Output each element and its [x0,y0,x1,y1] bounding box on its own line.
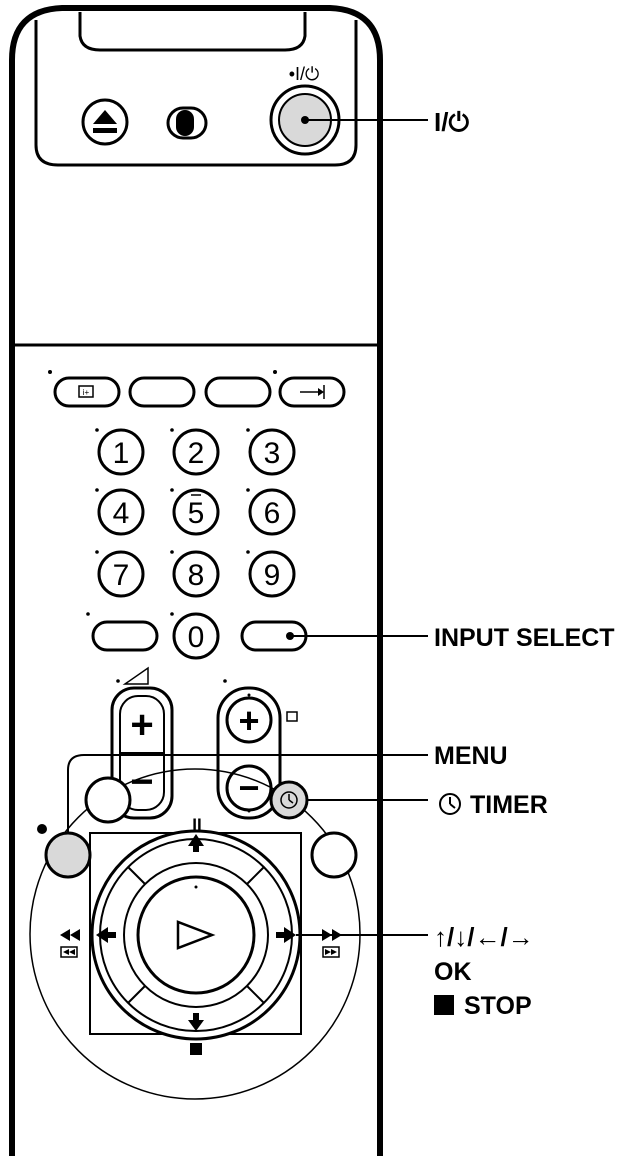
power-marking: •I/⏻ [289,64,320,84]
volume-rocker[interactable]: + − [110,686,174,820]
keypad: 1 2 3 4 5 6 7 [86,428,308,660]
svg-text:0: 0 [188,621,205,654]
record-dot [37,824,47,834]
svg-text:2: 2 [188,437,205,470]
arrow-up-icon [188,834,204,852]
volume-down-icon: − [130,760,153,804]
svg-text:1: 1 [113,437,130,470]
svg-text:9: 9 [264,559,281,592]
leader-menu [67,754,428,840]
key-9[interactable]: 9 [246,550,296,598]
key-5[interactable]: 5 [170,488,220,536]
input-button[interactable] [278,376,346,408]
volume-label-mark [116,666,149,685]
svg-text:4: 4 [113,497,130,530]
callout-timer-group: TIMER [439,791,548,819]
ok-play-button[interactable] [136,875,256,995]
remote-body-outline [9,5,383,1156]
key-0[interactable]: 0 [170,612,220,660]
play-triangle-icon [176,920,216,950]
callout-stop: STOP [464,992,532,1020]
display-button[interactable]: i+ [53,376,121,408]
callout-menu: MENU [434,742,508,770]
callout-timer: TIMER [470,791,548,819]
channel-rocker[interactable]: + − [216,686,282,820]
arrow-left-icon [96,927,116,943]
function-button-2[interactable] [128,376,196,408]
svg-text:5: 5 [188,497,205,530]
callout-ok: OK [434,958,472,986]
timer-button[interactable] [269,780,309,820]
key-8[interactable]: 8 [170,550,220,598]
arrow-right-icon [276,927,296,943]
eject-icon [93,110,117,133]
top-panel [34,20,358,167]
svg-text:i+: i+ [83,388,90,397]
arrow-down-icon [188,1013,204,1031]
channel-up-icon: + [238,700,259,741]
slide-switch[interactable] [166,106,208,140]
callout-input-select: INPUT SELECT [434,624,615,652]
callout-arrows: ↑/↓/←/→ [434,922,534,952]
svg-text:8: 8 [188,559,205,592]
round-button-left[interactable] [84,776,132,824]
rewind-icon [60,929,80,958]
volume-up-icon: + [130,703,153,747]
svg-text:3: 3 [264,437,281,470]
key-3[interactable]: 3 [246,428,296,476]
stop-square-icon [434,995,454,1015]
key-left-blank[interactable] [91,620,159,652]
top-lid-recess [78,12,307,52]
fast-forward-icon [322,929,342,958]
key-6[interactable]: 6 [246,488,296,536]
index-up-icon [286,711,298,722]
menu-button[interactable] [44,831,92,879]
pause-mark: II [192,815,201,834]
input-select-button[interactable] [240,620,308,652]
stop-mark-icon [190,1043,202,1055]
switch-icon [176,110,194,136]
svg-text:6: 6 [264,497,281,530]
svg-text:7: 7 [113,559,130,592]
eject-button[interactable] [81,98,129,146]
key-7[interactable]: 7 [95,550,145,598]
key-2[interactable]: 2 [170,428,220,476]
clock-icon [280,791,298,809]
function-button-3[interactable] [204,376,272,408]
round-button-right[interactable] [310,831,358,879]
channel-down-icon: − [238,767,259,808]
callout-power: I/⏻ [434,107,469,137]
key-1[interactable]: 1 [95,428,145,476]
key-4[interactable]: 4 [95,488,145,536]
input-arrow-icon [300,385,325,399]
clock-icon [439,793,461,815]
callout-stop-group: STOP [434,992,532,1020]
